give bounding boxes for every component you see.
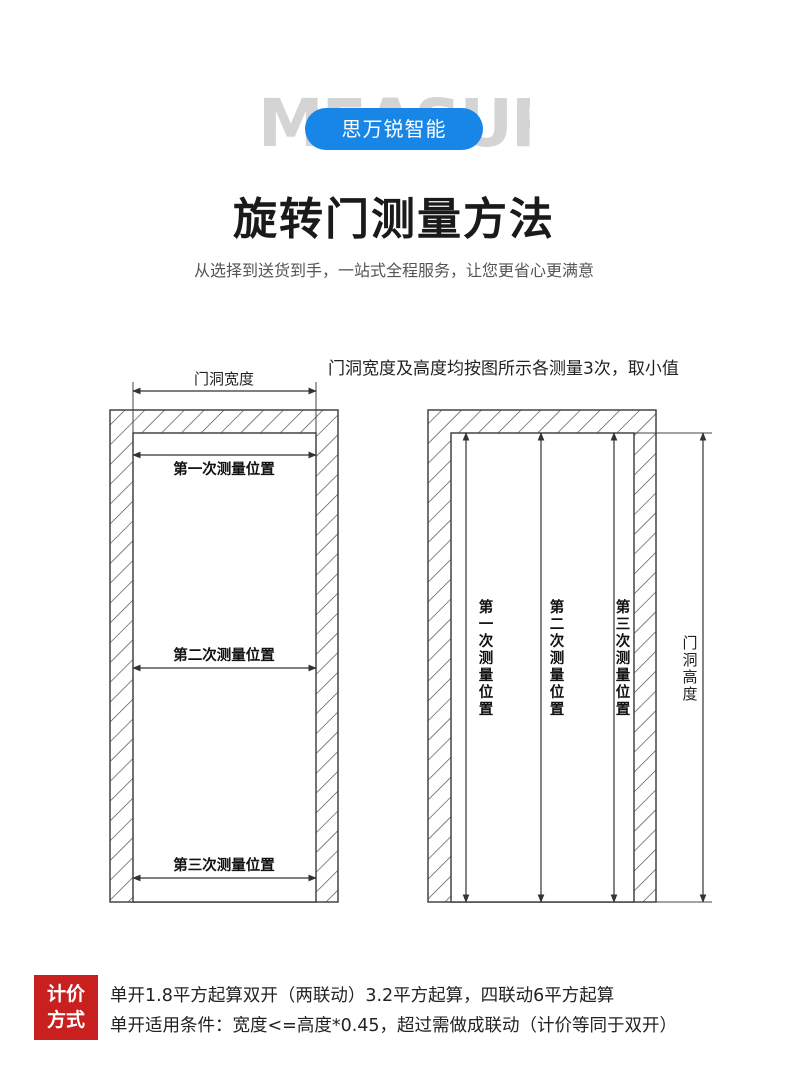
width-position-2: 第二次测量位置	[173, 646, 275, 664]
width-label: 门洞宽度	[194, 370, 254, 388]
pricing-tag-line1: 计价	[46, 983, 85, 1005]
page-subtitle: 从选择到送货到手，一站式全程服务，让您更省心更满意	[193, 261, 594, 280]
pricing-tag: 计价 方式	[34, 975, 98, 1040]
height-position-1: 第一次测量位置	[479, 598, 494, 718]
measurement-note: 门洞宽度及高度均按图所示各测量3次，取小值	[328, 359, 679, 379]
brand-badge: 思万锐智能	[305, 108, 483, 150]
width-position-1: 第一次测量位置	[173, 460, 275, 478]
width-position-3: 第三次测量位置	[173, 856, 275, 874]
width-diagram: 门洞宽度 第一次测量位置 第二次测量位置 第三次测量位置	[109, 370, 339, 903]
measurement-diagram: 门洞宽度及高度均按图所示各测量3次，取小值 门洞宽度 第一次测量位置 第二次测量…	[109, 359, 712, 903]
page-title: 旋转门测量方法	[233, 194, 555, 245]
pricing-tag-line2: 方式	[46, 1009, 85, 1031]
height-position-2: 第二次测量位置	[550, 598, 565, 718]
pricing-rule-1: 单开1.8平方起算双开（两联动）3.2平方起算，四联动6平方起算	[110, 986, 615, 1006]
height-label: 门洞高度	[682, 634, 697, 703]
height-position-3: 第三次测量位置	[616, 598, 631, 718]
pricing-rule-2: 单开适用条件：宽度<=高度*0.45，超过需做成联动（计价等同于双开）	[110, 1016, 678, 1036]
height-diagram: 门洞高度 第一次测量位置 第二次测量位置 第三次测量位置	[427, 409, 712, 903]
